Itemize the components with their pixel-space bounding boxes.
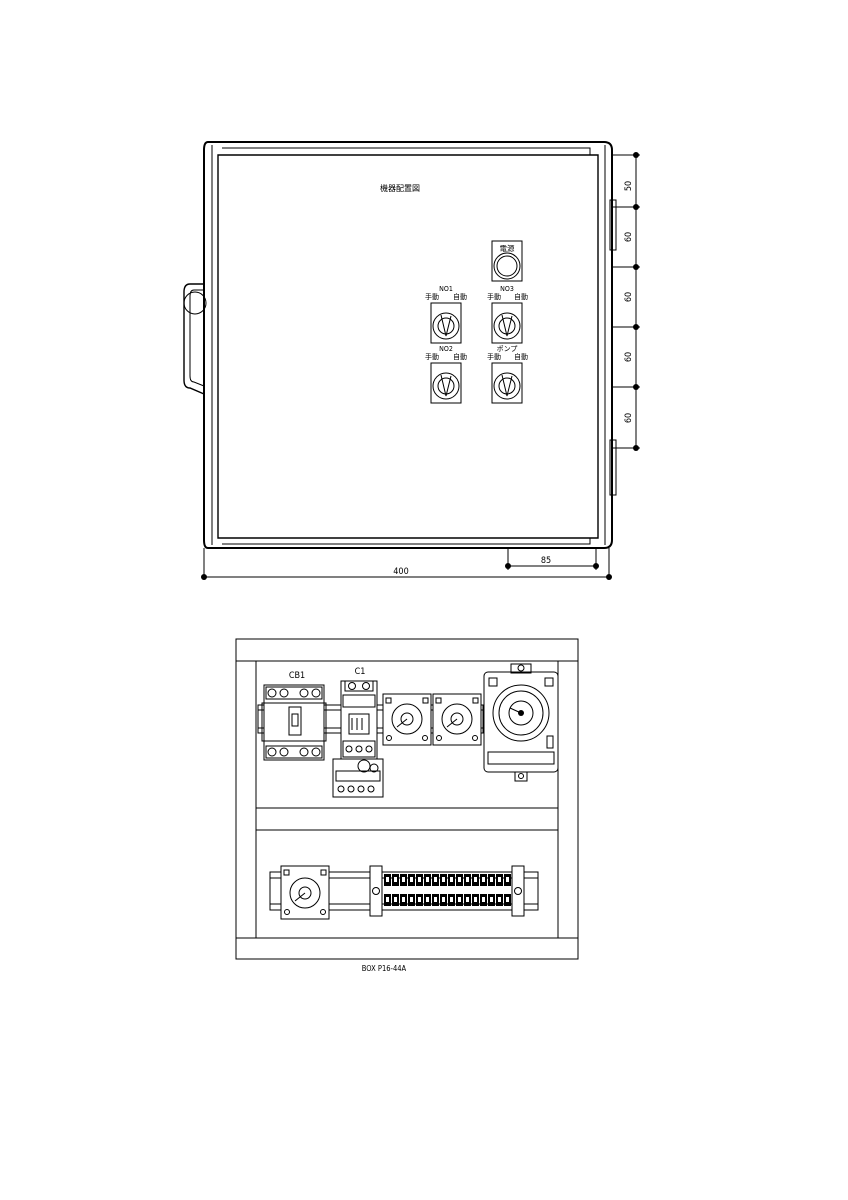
terminal-slot [410,897,413,902]
terminal-slot [410,877,413,882]
dim-vertical-4: 60 [624,352,634,362]
terminal-slot [490,897,493,902]
switch-left-no1: 手動 [425,292,439,301]
selector-switch-no3: NO3 手動 自動 [487,285,528,344]
front-view-enclosure [183,141,617,549]
terminal-slot [490,877,493,882]
terminal-slot [506,877,509,882]
terminal-slot [394,897,397,902]
terminal-slot [458,877,461,882]
dim-offset: 85 [541,556,551,566]
dim-width: 400 [393,567,408,577]
selector-switch-pump: ポンプ 手動 自動 [487,345,528,404]
terminal-slot [458,897,461,902]
terminal-slot [394,877,397,882]
terminal-slot [426,897,429,902]
terminal-slot [482,877,485,882]
dim-vertical-2: 60 [624,232,634,242]
switch-right-no2: 自動 [453,352,467,361]
terminal-slot [418,897,421,902]
terminal-slot [426,877,429,882]
dim-vertical-5: 60 [624,413,634,423]
time-switch [483,663,559,782]
selector-switch-no1: NO1 手動 自動 [425,285,467,344]
terminal-slot [442,877,445,882]
switch-name-no3: NO3 [500,285,514,293]
terminal-slot [386,877,389,882]
internal-view-caption: BOX P16-44A [362,964,407,973]
circuit-breaker-cb1 [261,684,327,761]
terminal-slot [450,877,453,882]
thermal-overload-relay [332,758,384,798]
switch-left-pump: 手動 [487,352,501,361]
switch-right-pump: 自動 [514,352,528,361]
terminal-slot [498,877,501,882]
terminal-slot [386,897,389,902]
switch-name-pump: ポンプ [497,345,518,353]
terminal-slot [434,877,437,882]
label-breaker: CB1 [289,671,305,681]
terminal-slot [466,877,469,882]
contactor-c1 [340,680,378,760]
pilot-lamp-label: 電源 [500,244,515,253]
terminal-slot [506,897,509,902]
terminal-slot [466,897,469,902]
label-contactor: C1 [355,667,366,677]
terminal-slot [402,877,405,882]
timer-relay-1 [382,693,432,746]
terminal-slot [402,897,405,902]
switch-left-no3: 手動 [487,292,501,301]
terminal-block [369,865,525,917]
timer-relay-2 [432,693,482,746]
terminal-slot [474,877,477,882]
terminal-slot [474,897,477,902]
switch-name-no1: NO1 [439,285,453,293]
switch-left-no2: 手動 [425,352,439,361]
terminal-slot [450,897,453,902]
terminal-slot [482,897,485,902]
terminal-slot [498,897,501,902]
terminal-slot [434,897,437,902]
selector-switch-no2: NO2 手動 自動 [425,345,467,404]
switch-right-no1: 自動 [453,292,467,301]
front-view-title: 機器配置図 [380,183,420,193]
horizontal-dimensions: 85 400 [201,548,612,580]
timer-relay-3 [280,865,330,920]
terminal-slot [442,897,445,902]
vertical-dimension-chain: 50 60 60 60 60 [612,152,640,451]
pilot-lamp: 電源 [491,240,523,282]
dim-vertical-1: 50 [624,181,634,191]
switch-right-no3: 自動 [514,292,528,301]
dim-vertical-3: 60 [624,292,634,302]
switch-name-no2: NO2 [439,345,453,353]
terminal-slot [418,877,421,882]
